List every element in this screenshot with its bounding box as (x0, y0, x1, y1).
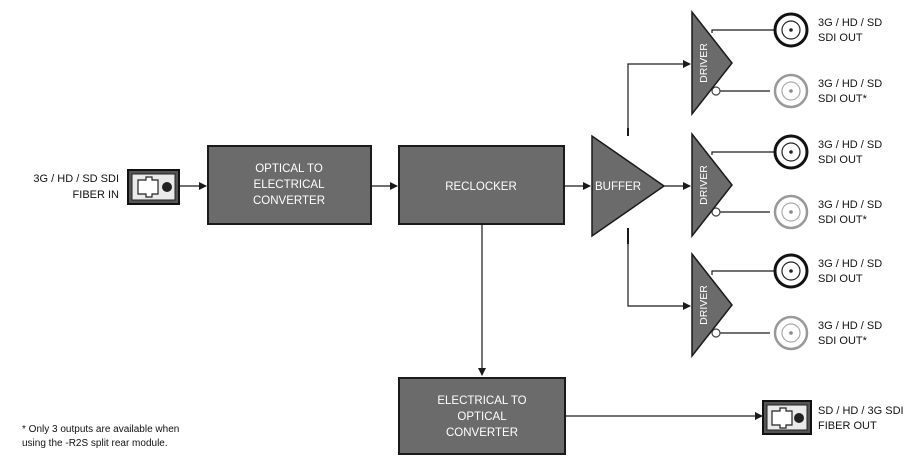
fiber-in-label-line1: 3G / HD / SD SDI (33, 173, 119, 185)
bnc-connector-2 (773, 73, 809, 109)
output-6-line1: 3G / HD / SD (818, 320, 882, 332)
e2o-line1: ELECTRICAL TO (437, 395, 526, 407)
fiber-out-connector (762, 400, 812, 435)
bnc-connector-6 (773, 315, 809, 351)
driver-1-label: DRIVER (698, 43, 710, 83)
output-2-line2: SDI OUT* (818, 93, 868, 105)
footnote-line1: * Only 3 outputs are available when (22, 424, 179, 435)
buffer-label: BUFFER (595, 181, 641, 193)
e2o-line3: CONVERTER (446, 427, 518, 439)
buffer-triangle (591, 134, 666, 238)
output-5-line2: SDI OUT (818, 273, 863, 285)
bnc-connector-1 (773, 12, 809, 48)
o2e-line3: CONVERTER (253, 195, 325, 207)
electrical-to-optical-block (398, 377, 566, 455)
output-4-line2: SDI OUT* (818, 214, 868, 226)
reclocker-block (398, 145, 565, 225)
driver-3-label: DRIVER (698, 285, 710, 325)
output-5-line1: 3G / HD / SD (818, 258, 882, 270)
o2e-line2: ELECTRICAL (254, 179, 326, 191)
reclocker-label: RECLOCKER (445, 181, 517, 193)
output-1-line2: SDI OUT (818, 32, 863, 44)
driver-1: DRIVER (691, 9, 733, 117)
fiber-in-connector (127, 169, 180, 205)
output-1-line1: 3G / HD / SD (818, 17, 882, 29)
output-6-line2: SDI OUT* (818, 335, 868, 347)
fiber-out-label-line2: FIBER OUT (818, 420, 877, 432)
optical-to-electrical-block (207, 145, 372, 225)
bnc-connector-4 (773, 194, 809, 230)
driver-3: DRIVER (691, 251, 733, 359)
output-2-line1: 3G / HD / SD (818, 78, 882, 90)
footnote-line2: using the -R2S split rear module. (22, 438, 168, 449)
output-3-line1: 3G / HD / SD (818, 139, 882, 151)
fiber-in-label-line2: FIBER IN (73, 189, 120, 201)
driver-2-label: DRIVER (698, 165, 710, 205)
o2e-line1: OPTICAL TO (255, 163, 323, 175)
wires (180, 29, 775, 420)
fiber-out-label-line1: SD / HD / 3G SDI (818, 405, 904, 417)
bnc-connector-3 (773, 134, 809, 170)
output-4-line1: 3G / HD / SD (818, 199, 882, 211)
bnc-connector-5 (773, 253, 809, 289)
e2o-line2: OPTICAL (457, 411, 507, 423)
driver-2: DRIVER (691, 131, 733, 239)
output-3-line2: SDI OUT (818, 154, 863, 166)
